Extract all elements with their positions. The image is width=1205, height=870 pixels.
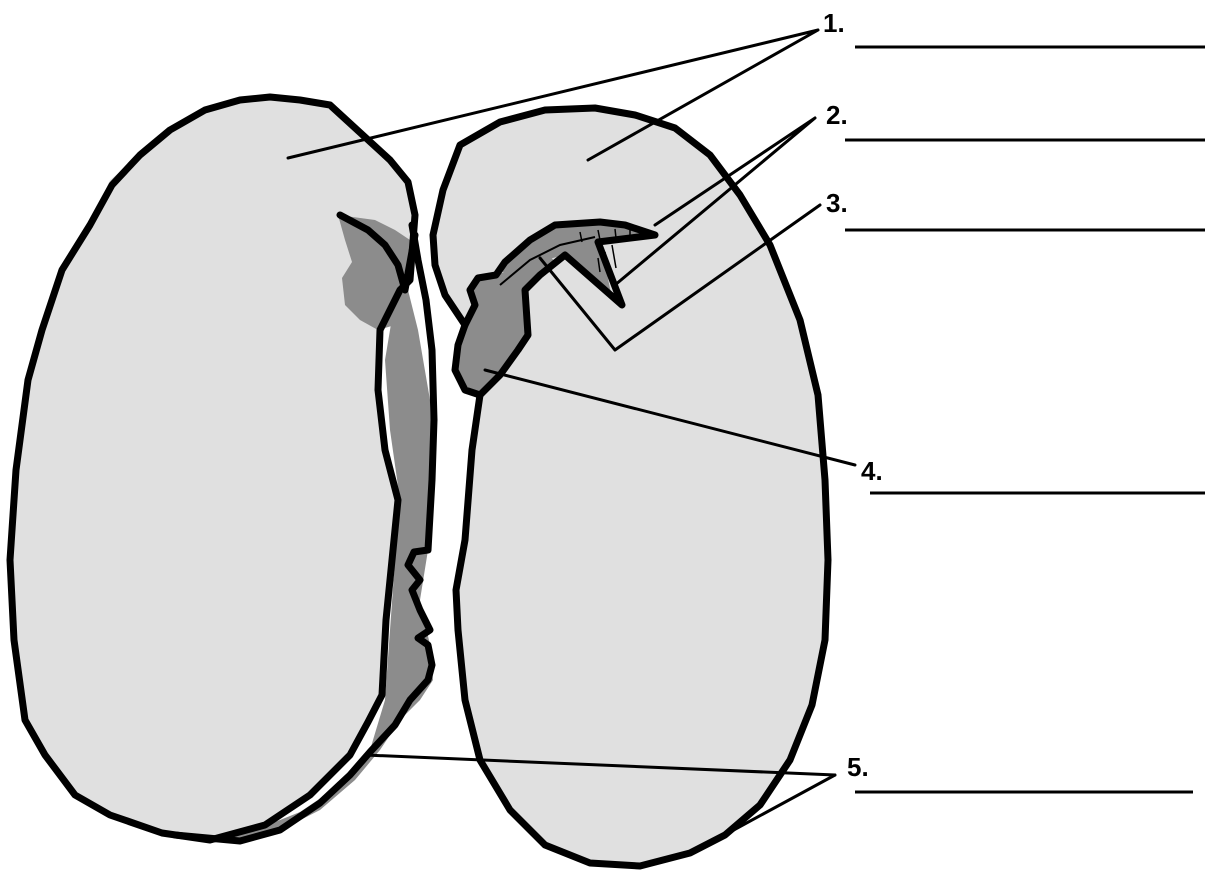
cotyledon-left: [10, 97, 415, 840]
cotyledon-right: [433, 108, 828, 866]
label-2-number: 2.: [826, 100, 848, 130]
label-4-number: 4.: [861, 456, 883, 486]
label-1-number: 1.: [823, 8, 845, 38]
label-5-number: 5.: [847, 752, 869, 782]
label-3-number: 3.: [826, 188, 848, 218]
